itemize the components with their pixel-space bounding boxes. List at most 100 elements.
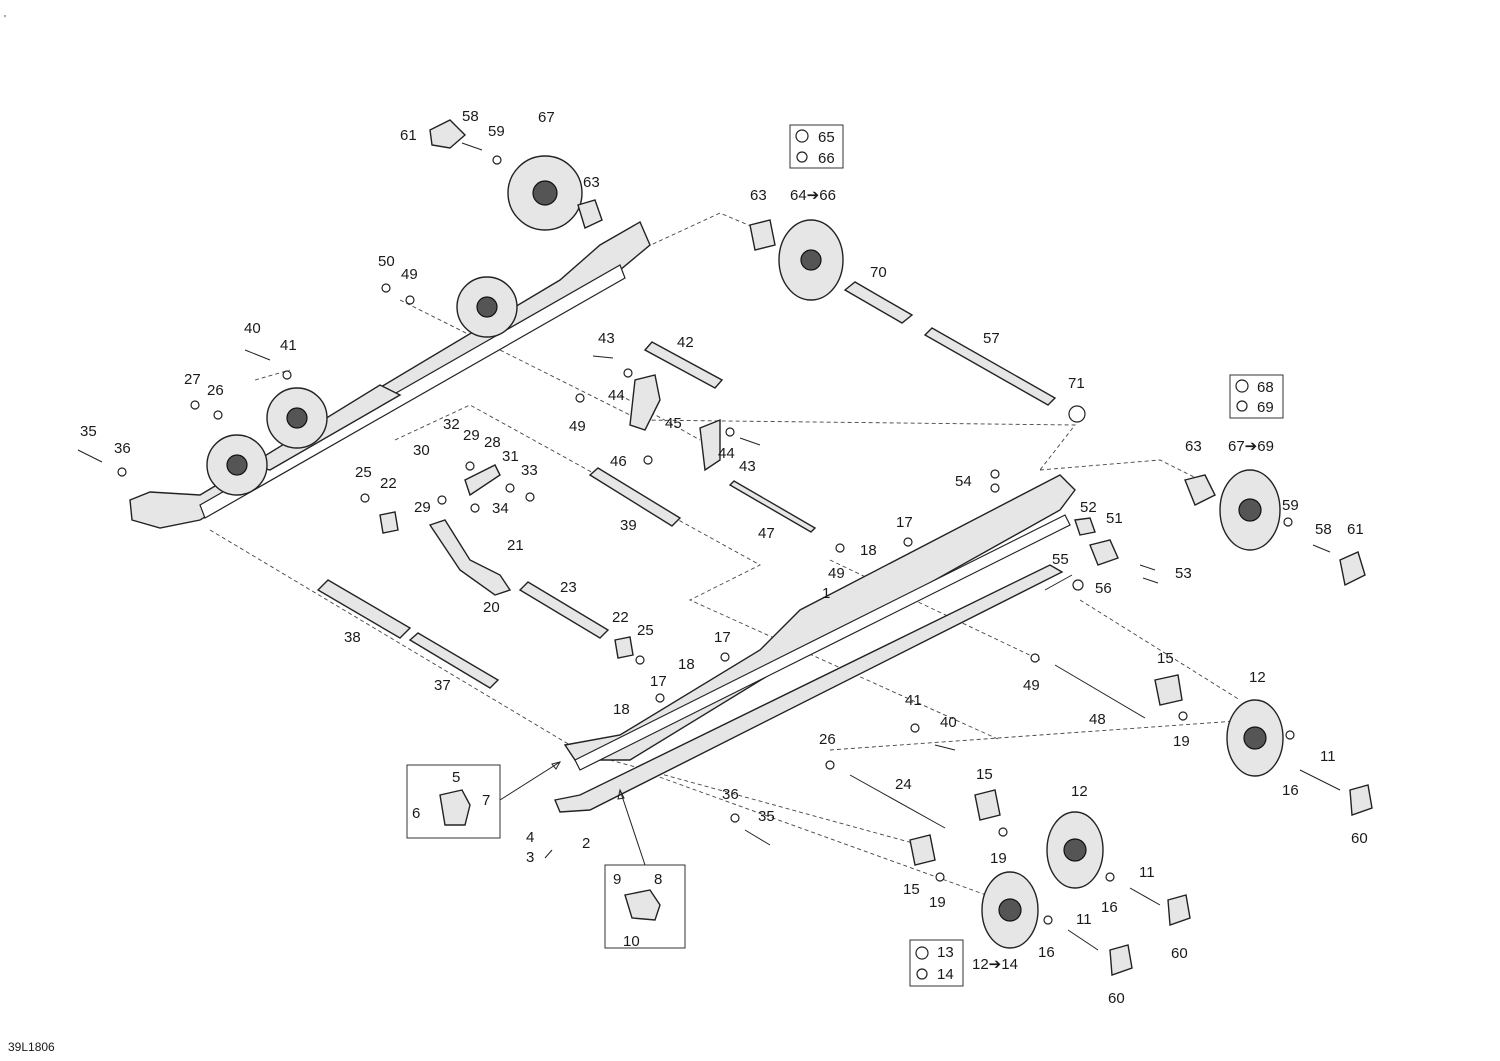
shaft-39: [588, 467, 682, 527]
callout-12-14: 12➔14: [972, 956, 1018, 973]
callout-12a: 12: [1249, 669, 1266, 686]
rod-24: [849, 774, 946, 829]
callout-53: 53: [1175, 565, 1192, 582]
callout-56: 56: [1095, 580, 1112, 597]
callout-52: 52: [1080, 499, 1097, 516]
callout-19a: 19: [1173, 733, 1190, 750]
callout-24: 24: [895, 776, 912, 793]
block-63a: [577, 199, 603, 229]
shaft-23: [518, 581, 610, 639]
callout-25a: 25: [355, 464, 372, 481]
callout-44a: 44: [608, 387, 625, 404]
callout-66: 66: [818, 150, 835, 167]
plate-52: [1074, 517, 1096, 536]
callout-17a: 17: [896, 514, 913, 531]
callout-49c: 49: [828, 565, 845, 582]
corner-mark: ': [4, 14, 6, 25]
callout-18a: 18: [860, 542, 877, 559]
callout-45: 45: [665, 415, 682, 432]
shaft-70: [843, 281, 914, 324]
callout-47: 47: [758, 525, 775, 542]
arm-20: [428, 519, 512, 596]
inset-5-7: [406, 761, 562, 839]
wheel-12-c: [981, 871, 1039, 949]
callout-7: 7: [482, 792, 490, 809]
callout-43a: 43: [598, 330, 615, 347]
brackets: [379, 119, 1373, 976]
callout-35a: 35: [80, 423, 97, 440]
callout-67-69: 67➔69: [1228, 438, 1274, 455]
callout-11a: 11: [1320, 748, 1336, 765]
callout-21: 21: [507, 537, 524, 554]
callout-18c: 18: [613, 701, 630, 718]
rod-48: [1054, 664, 1146, 719]
callout-49b: 49: [569, 418, 586, 435]
callout-20: 20: [483, 599, 500, 616]
callout-16b: 16: [1101, 899, 1118, 916]
shaft-37: [408, 632, 500, 689]
callout-61b: 61: [1347, 521, 1364, 538]
wheel-12-b: [1046, 811, 1104, 889]
callout-19c: 19: [929, 894, 946, 911]
inset-65-66: [789, 124, 844, 169]
callout-68: 68: [1257, 379, 1274, 396]
callout-51: 51: [1106, 510, 1123, 527]
callout-67a: 67: [538, 109, 555, 126]
cap-60b: [1167, 894, 1191, 926]
callout-63c: 63: [1185, 438, 1202, 455]
callout-40a: 40: [244, 320, 261, 337]
inset-13-14: [909, 939, 964, 987]
callout-6: 6: [412, 805, 420, 822]
callout-36a: 36: [114, 440, 131, 457]
callout-22b: 22: [612, 609, 629, 626]
callout-26a: 26: [207, 382, 224, 399]
callout-57: 57: [983, 330, 1000, 347]
callout-9: 9: [613, 871, 621, 888]
callout-71: 71: [1068, 375, 1085, 392]
wheel-12-a: [1226, 699, 1284, 777]
callout-36b: 36: [722, 786, 739, 803]
callout-41b: 41: [905, 692, 922, 709]
shaft-38: [316, 579, 412, 639]
callout-46: 46: [610, 453, 627, 470]
link-28: [464, 464, 501, 497]
callout-5: 5: [452, 769, 460, 786]
callout-11b: 11: [1139, 864, 1155, 881]
cap-61a: [429, 119, 467, 149]
callout-11c: 11: [1076, 911, 1092, 928]
callout-60b: 60: [1171, 945, 1188, 962]
inset-8-10: [604, 788, 686, 949]
callout-54: 54: [955, 473, 972, 490]
callout-17c: 17: [650, 673, 667, 690]
callout-33: 33: [521, 462, 538, 479]
callout-63b: 63: [750, 187, 767, 204]
callout-49a: 49: [401, 266, 418, 283]
callout-3: 3: [526, 849, 534, 866]
callout-2: 2: [582, 835, 590, 852]
callout-60a: 60: [1351, 830, 1368, 847]
callout-22a: 22: [380, 475, 397, 492]
callout-14: 14: [937, 966, 954, 983]
callout-42: 42: [677, 334, 694, 351]
callout-15a: 15: [1157, 650, 1174, 667]
callout-8: 8: [654, 871, 662, 888]
callout-1: 1: [822, 585, 830, 602]
callout-59b: 59: [1282, 497, 1299, 514]
callout-34: 34: [492, 500, 509, 517]
callout-43b: 43: [739, 458, 756, 475]
callout-25b: 25: [637, 622, 654, 639]
bracket-45b: [699, 418, 721, 472]
callout-27: 27: [184, 371, 201, 388]
right-rail: [554, 474, 1076, 813]
plate-51: [1089, 539, 1119, 566]
callout-55: 55: [1052, 551, 1069, 568]
wheel-67-top: [507, 155, 583, 231]
callout-28: 28: [484, 434, 501, 451]
callout-41a: 41: [280, 337, 297, 354]
callout-17b: 17: [714, 629, 731, 646]
washer-71: [1068, 405, 1086, 423]
bushing-22b: [614, 636, 634, 659]
callout-16c: 16: [1038, 944, 1055, 961]
cap-61b: [1339, 551, 1366, 587]
